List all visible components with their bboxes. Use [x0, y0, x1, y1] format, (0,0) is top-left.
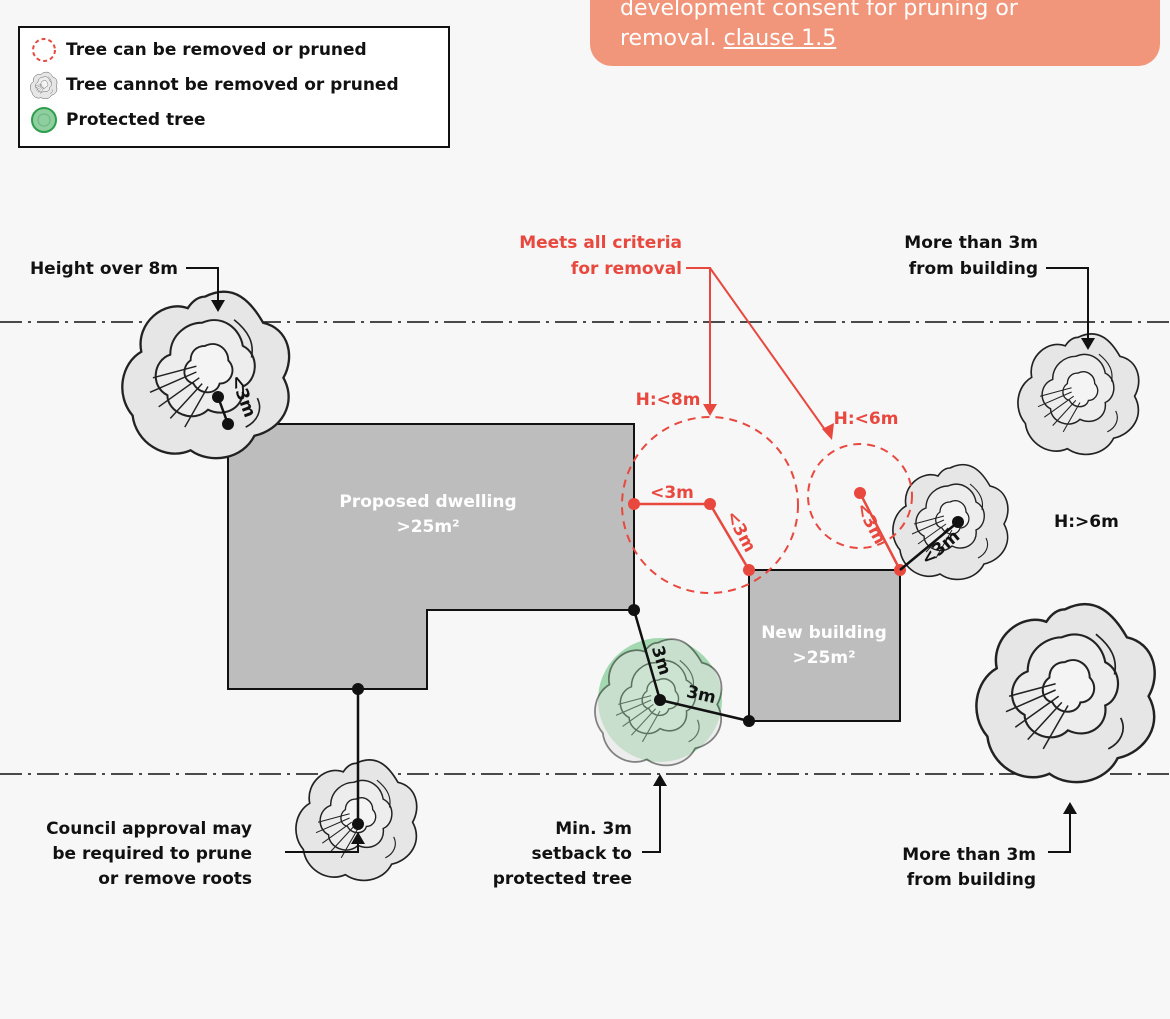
legend-label-not-removable: Tree cannot be removed or pruned [66, 74, 399, 95]
clause-link[interactable]: clause 1.5 [723, 26, 837, 51]
legend: Tree can be removed or pruned Tree canno… [18, 26, 450, 148]
label-more-than-3m-top-line2: from building [909, 259, 1038, 279]
label-h-lt-8m: H:<8m [636, 390, 701, 410]
dashed-red-circle-icon [32, 37, 56, 62]
black-leaders [186, 267, 1089, 853]
legend-label-removable: Tree can be removed or pruned [66, 39, 367, 60]
label-lt3m-horizontal: <3m [650, 483, 694, 503]
label-h-lt-6m: H:<6m [834, 409, 899, 429]
label-h-gt-6m: H:>6m [1054, 512, 1119, 532]
clause-callout: development consent for pruning or remov… [590, 0, 1160, 66]
label-more-than-3m-top-line1: More than 3m [904, 233, 1038, 253]
label-meets-criteria-line2: for removal [571, 259, 682, 279]
label-new-building-line2: >25m² [792, 648, 855, 668]
proposed-dwelling-shape [227, 423, 635, 690]
tree-outline-icon [30, 71, 58, 99]
red-arrowheads [703, 404, 834, 440]
label-proposed-dwelling-line1: Proposed dwelling [339, 492, 516, 512]
red-points [628, 487, 906, 576]
red-leaders [686, 267, 829, 435]
label-min-setback-line2: setback to [531, 844, 632, 864]
label-council-line3: or remove roots [98, 869, 252, 889]
label-council-line2: be required to prune [52, 844, 252, 864]
removable-tree-h8-circle [621, 416, 799, 594]
label-proposed-dwelling-line2: >25m² [396, 517, 459, 537]
black-arrowheads [211, 300, 1095, 844]
label-min-setback-line3: protected tree [493, 869, 632, 889]
label-more-than-3m-bottom-line1: More than 3m [902, 845, 1036, 865]
label-meets-criteria-line1: Meets all criteria [519, 233, 682, 253]
label-more-than-3m-bottom-line2: from building [907, 870, 1036, 890]
legend-item-protected: Protected tree [20, 102, 448, 137]
label-council-line1: Council approval may [46, 819, 252, 839]
green-tree-icon [31, 106, 57, 133]
legend-item-not-removable: Tree cannot be removed or pruned [20, 67, 448, 102]
legend-label-protected: Protected tree [66, 109, 206, 130]
callout-line2-prefix: removal. [620, 26, 724, 51]
black-points [212, 391, 964, 830]
removable-tree-h6-circle [807, 443, 913, 549]
label-height-over-8m: Height over 8m [30, 259, 178, 279]
legend-item-removable: Tree can be removed or pruned [20, 32, 448, 67]
callout-line1: development consent for pruning or [620, 0, 1018, 21]
label-min-setback-line1: Min. 3m [555, 819, 632, 839]
callout-line2: removal. clause 1.5 [620, 24, 1160, 54]
red-measurements [634, 492, 902, 571]
label-new-building-line1: New building [761, 623, 887, 643]
new-building-shape [748, 569, 901, 722]
